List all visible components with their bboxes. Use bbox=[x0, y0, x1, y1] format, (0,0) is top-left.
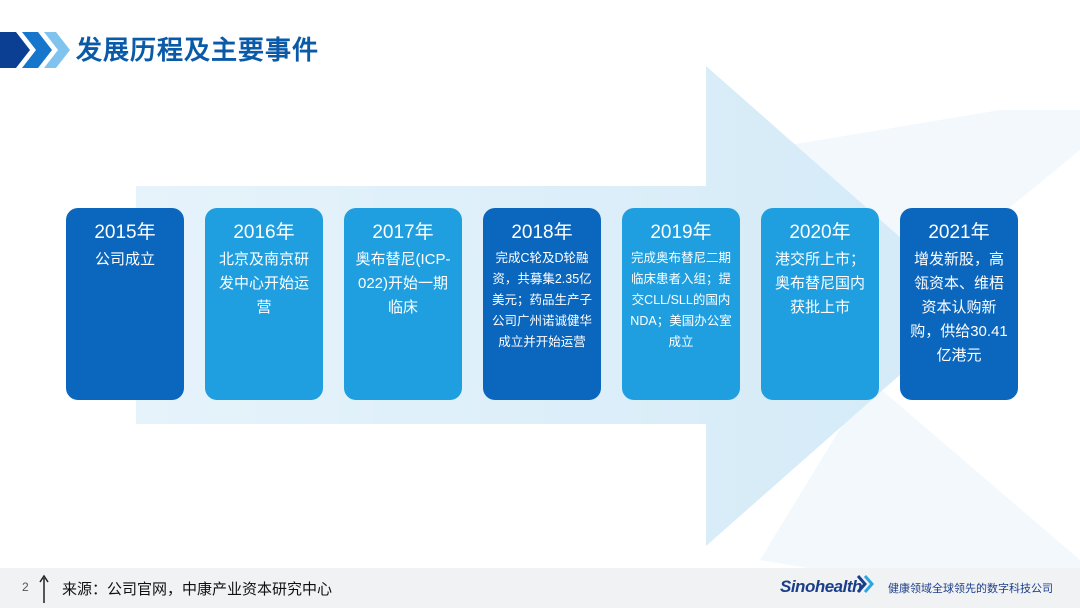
timeline-card-1: 2016年北京及南京研发中心开始运营 bbox=[205, 208, 323, 400]
source-note: 来源：公司官网，中康产业资本研究中心 bbox=[62, 581, 333, 598]
header-chevron-icon bbox=[0, 32, 70, 68]
timeline-year: 2017年 bbox=[372, 222, 434, 243]
company-tagline: 健康领域全球领先的数字科技公司 bbox=[888, 583, 1053, 595]
footer-bar bbox=[0, 568, 1080, 608]
timeline-event-text: 港交所上市；奥布替尼国内获批上市 bbox=[774, 251, 865, 316]
timeline-year: 2018年 bbox=[511, 222, 573, 243]
timeline-year: 2020年 bbox=[789, 222, 851, 243]
timeline-year: 2021年 bbox=[928, 222, 990, 243]
page-number: 2 bbox=[22, 580, 29, 594]
timeline-year: 2015年 bbox=[94, 222, 156, 243]
timeline-event-text: 完成C轮及D轮融资，共募集2.35亿美元；药品生产子公司广州诺诚健华成立并开始运… bbox=[491, 251, 592, 349]
timeline-year: 2019年 bbox=[650, 222, 712, 243]
timeline-event-text: 增发新股，高瓴资本、维梧资本认购新购，供给30.41亿港元 bbox=[910, 251, 1008, 364]
timeline-card-3: 2018年完成C轮及D轮融资，共募集2.35亿美元；药品生产子公司广州诺诚健华成… bbox=[483, 208, 601, 400]
timeline-card-2: 2017年奥布替尼(ICP-022)开始一期临床 bbox=[344, 208, 462, 400]
timeline-event-text: 奥布替尼(ICP-022)开始一期临床 bbox=[355, 251, 451, 316]
timeline-event-text: 完成奥布替尼二期临床患者入组；提交CLL/SLL的国内NDA；美国办公室成立 bbox=[630, 251, 732, 349]
timeline-card-4: 2019年完成奥布替尼二期临床患者入组；提交CLL/SLL的国内NDA；美国办公… bbox=[622, 208, 740, 400]
brand-logo: Sinohealth bbox=[780, 577, 862, 596]
timeline-year: 2016年 bbox=[233, 222, 295, 243]
timeline-card-5: 2020年港交所上市；奥布替尼国内获批上市 bbox=[761, 208, 879, 400]
page-title: 发展历程及主要事件 bbox=[76, 35, 320, 65]
brand-mark-icon bbox=[856, 575, 874, 593]
up-arrow-icon bbox=[39, 574, 49, 603]
timeline-event-text: 北京及南京研发中心开始运营 bbox=[218, 251, 309, 316]
timeline-event-text: 公司成立 bbox=[94, 251, 155, 268]
timeline-card-0: 2015年公司成立 bbox=[66, 208, 184, 400]
timeline-card-6: 2021年增发新股，高瓴资本、维梧资本认购新购，供给30.41亿港元 bbox=[900, 208, 1018, 400]
